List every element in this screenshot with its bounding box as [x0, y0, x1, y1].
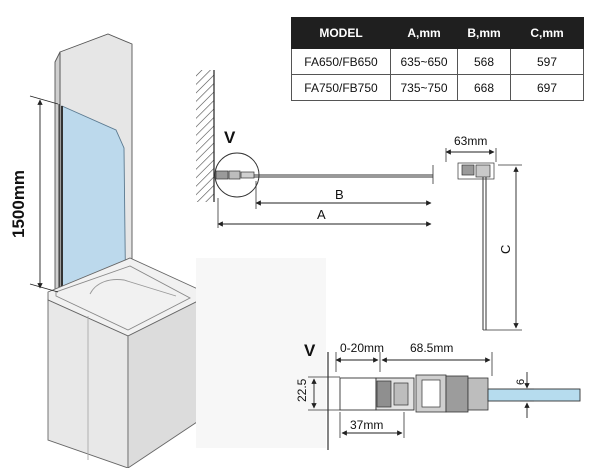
table-header-row: MODEL A,mm B,mm C,mm: [291, 17, 584, 49]
table-cell: 697: [510, 74, 584, 101]
height-22-5-label: 22.5: [295, 378, 309, 402]
width-68-5-label: 68.5mm: [410, 341, 453, 355]
plan-view: [196, 70, 434, 228]
table-header-model: MODEL: [291, 17, 391, 49]
table-cell: 568: [457, 48, 511, 75]
dim-b-label: B: [335, 187, 344, 202]
height-dimension: [29, 95, 59, 293]
wall-profile: [376, 380, 392, 408]
dim-c-label: C: [498, 245, 513, 254]
width-37-label: 37mm: [350, 418, 383, 432]
gap-range-label: 0-20mm: [340, 341, 384, 355]
detail-marker-top: V: [224, 128, 236, 147]
elevation-view: [445, 148, 522, 331]
table-cell: 597: [510, 48, 584, 75]
hinge-profile: [457, 162, 495, 180]
table-row: FA650/FB650 635~650 568 597: [291, 48, 584, 75]
table-cell: FA650/FB650: [291, 48, 391, 75]
table-cell: 668: [457, 74, 511, 101]
profile-detail: [308, 352, 581, 450]
table-header-a: A,mm: [390, 17, 458, 49]
glass-thickness-label: 6: [515, 379, 527, 385]
table-cell: FA750/FB750: [291, 74, 391, 101]
detail-marker-bottom: V: [304, 341, 316, 360]
table-header-b: B,mm: [457, 17, 511, 49]
bath-screen-3d-view: [47, 33, 326, 469]
wall-hatch: [196, 70, 214, 202]
table-row: FA750/FB750 735~750 668 697: [291, 74, 584, 101]
spec-table: MODEL A,mm B,mm C,mm FA650/FB650 635~650…: [291, 17, 584, 101]
glass-panel-detail: [487, 388, 581, 402]
width-63-label: 63mm: [454, 134, 487, 148]
dim-a-label: A: [317, 207, 326, 222]
profile-symbol: [215, 170, 255, 180]
table-header-c: C,mm: [510, 17, 584, 49]
table-cell: 735~750: [390, 74, 458, 101]
floor-shadow: [196, 258, 326, 448]
table-cell: 635~650: [390, 48, 458, 75]
height-label: 1500mm: [9, 170, 28, 238]
